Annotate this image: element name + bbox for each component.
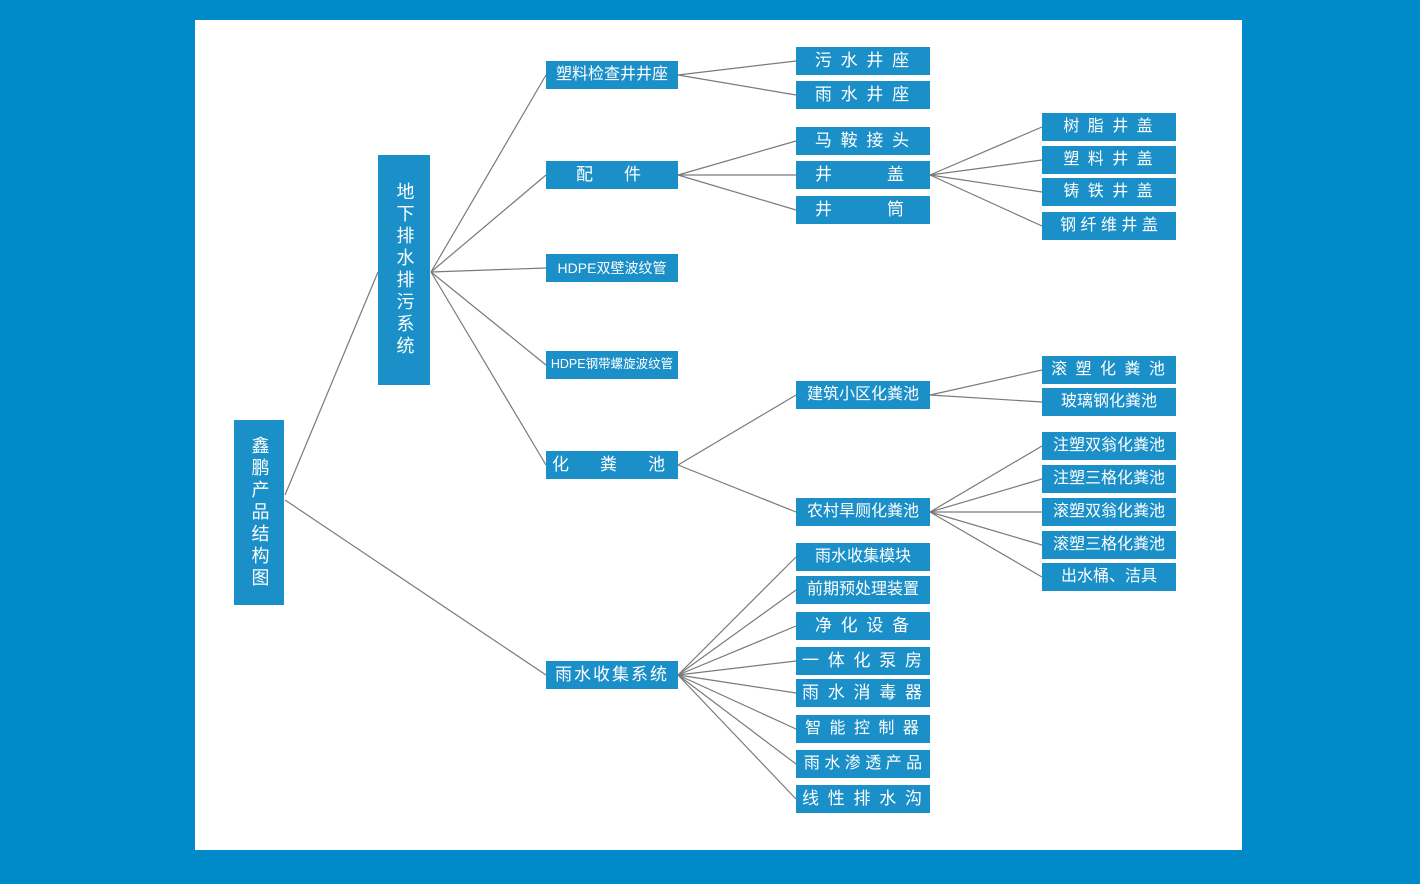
node-saddle-joint[interactable]: 马 鞍 接 头 xyxy=(796,127,930,155)
node-septic-tank[interactable]: 化 粪 池 xyxy=(546,451,678,479)
node-rotomolded-double-chamber-septic-tank[interactable]: 滚塑双翁化粪池 xyxy=(1042,498,1176,526)
node-sewage-well-base[interactable]: 污 水 井 座 xyxy=(796,47,930,75)
node-underground-drainage-system[interactable]: 地下排水排污系统 xyxy=(378,155,430,385)
node-outlet-barrel-and-sanitary-ware[interactable]: 出水桶、洁具 xyxy=(1042,563,1176,591)
node-community-building-septic-tank[interactable]: 建筑小区化粪池 xyxy=(796,381,930,409)
node-integrated-pump-house[interactable]: 一 体 化 泵 房 xyxy=(796,647,930,675)
node-plastic-inspection-well-base[interactable]: 塑料检查井井座 xyxy=(546,61,678,89)
node-rural-dry-toilet-septic-tank[interactable]: 农村旱厕化粪池 xyxy=(796,498,930,526)
node-frp-septic-tank[interactable]: 玻璃钢化粪池 xyxy=(1042,388,1176,416)
node-injection-three-compartment-septic-tank[interactable]: 注塑三格化粪池 xyxy=(1042,465,1176,493)
node-rainwater-disinfector[interactable]: 雨 水 消 毒 器 xyxy=(796,679,930,707)
node-linear-drainage-ditch[interactable]: 线 性 排 水 沟 xyxy=(796,785,930,813)
node-pretreatment-device[interactable]: 前期预处理装置 xyxy=(796,576,930,604)
node-resin-manhole-cover[interactable]: 树 脂 井 盖 xyxy=(1042,113,1176,141)
node-well-shaft[interactable]: 井 筒 xyxy=(796,196,930,224)
node-hdpe-double-wall-corrugated-pipe[interactable]: HDPE双壁波纹管 xyxy=(546,254,678,282)
node-rainwater-well-base[interactable]: 雨 水 井 座 xyxy=(796,81,930,109)
node-root[interactable]: 鑫鹏产品结构图 xyxy=(234,420,284,605)
node-hdpe-steel-belt-spiral-corrugated-pipe[interactable]: HDPE钢带螺旋波纹管 xyxy=(546,351,678,379)
node-purification-equipment[interactable]: 净 化 设 备 xyxy=(796,612,930,640)
node-steel-fiber-manhole-cover[interactable]: 钢 纤 维 井 盖 xyxy=(1042,212,1176,240)
node-plastic-manhole-cover[interactable]: 塑 料 井 盖 xyxy=(1042,146,1176,174)
node-rainwater-collection-system[interactable]: 雨水收集系统 xyxy=(546,661,678,689)
node-cast-iron-manhole-cover[interactable]: 铸 铁 井 盖 xyxy=(1042,178,1176,206)
node-injection-double-chamber-septic-tank[interactable]: 注塑双翁化粪池 xyxy=(1042,432,1176,460)
node-smart-controller[interactable]: 智 能 控 制 器 xyxy=(796,715,930,743)
node-rotomolded-three-compartment-septic-tank[interactable]: 滚塑三格化粪池 xyxy=(1042,531,1176,559)
node-fittings[interactable]: 配 件 xyxy=(546,161,678,189)
node-rainwater-permeable-products[interactable]: 雨 水 渗 透 产 品 xyxy=(796,750,930,778)
node-rainwater-collection-module[interactable]: 雨水收集模块 xyxy=(796,543,930,571)
node-manhole-cover[interactable]: 井 盖 xyxy=(796,161,930,189)
node-rotomolded-septic-tank[interactable]: 滚 塑 化 粪 池 xyxy=(1042,356,1176,384)
